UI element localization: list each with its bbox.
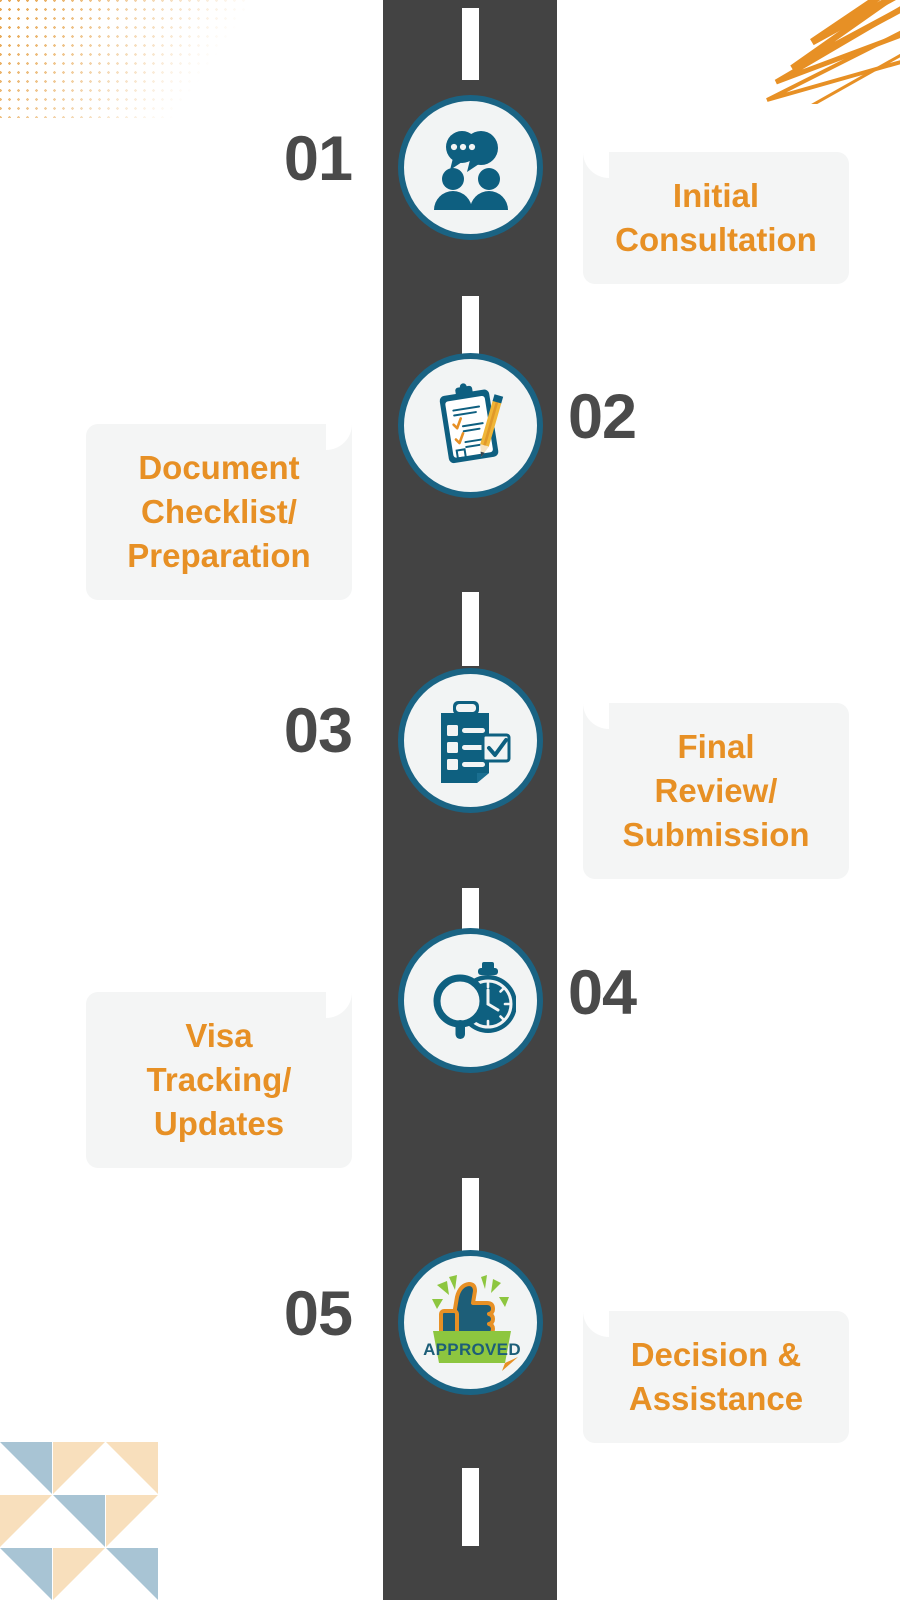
step-number-03: 03 (283, 696, 353, 766)
road-dash (462, 8, 479, 80)
step-card-04[interactable]: Visa Tracking/ Updates (86, 992, 352, 1168)
step-label-line: Tracking/ (146, 1060, 292, 1098)
step-node-01[interactable] (398, 95, 543, 240)
step-label-line: Initial (672, 177, 760, 214)
people-chat-icon (433, 130, 508, 210)
step-node-05[interactable]: APPROVED (398, 1250, 543, 1395)
step-label-line: Review/ (654, 771, 778, 809)
step-number-02: 02 (568, 382, 637, 452)
step-card-03[interactable]: Final Review/ Submission (583, 703, 849, 879)
triangle-grid-decor-icon (0, 1442, 158, 1600)
step-node-03[interactable] (398, 668, 543, 813)
step-label-line: Final (677, 728, 755, 765)
step-label-line: Visa (185, 1017, 253, 1054)
step-number-05: 05 (283, 1279, 353, 1349)
step-node-04[interactable] (398, 928, 543, 1073)
step-number-01: 01 (283, 124, 353, 194)
step-label-line: Preparation (127, 536, 311, 574)
step-label-line: Checklist/ (141, 492, 297, 530)
road-dash (462, 1178, 479, 1252)
road-dash (462, 1468, 479, 1546)
checklist-approve-icon (440, 700, 510, 783)
dot-grid-decor-icon (0, 0, 248, 118)
step-card-01[interactable]: Initial Consultation (583, 152, 849, 284)
step-label-line: Decision & (630, 1336, 802, 1373)
step-label-line: Consultation (615, 220, 817, 258)
road-dash (462, 592, 479, 666)
step-label-line: Document (138, 449, 300, 486)
approved-thumbsup-icon: APPROVED (423, 1274, 521, 1371)
magnifier-stopwatch-icon (433, 961, 516, 1039)
step-label-line: Updates (153, 1104, 285, 1142)
step-label-line: Submission (622, 815, 810, 853)
orange-scribble-decor-icon (766, 0, 900, 104)
clipboard-pencil-icon (439, 382, 503, 463)
svg-text:APPROVED: APPROVED (423, 1340, 521, 1359)
step-node-02[interactable] (398, 353, 543, 498)
step-label-line: Assistance (628, 1379, 804, 1417)
step-card-05[interactable]: Decision & Assistance (583, 1311, 849, 1443)
step-card-02[interactable]: Document Checklist/ Preparation (86, 424, 352, 600)
step-number-04: 04 (568, 958, 637, 1028)
